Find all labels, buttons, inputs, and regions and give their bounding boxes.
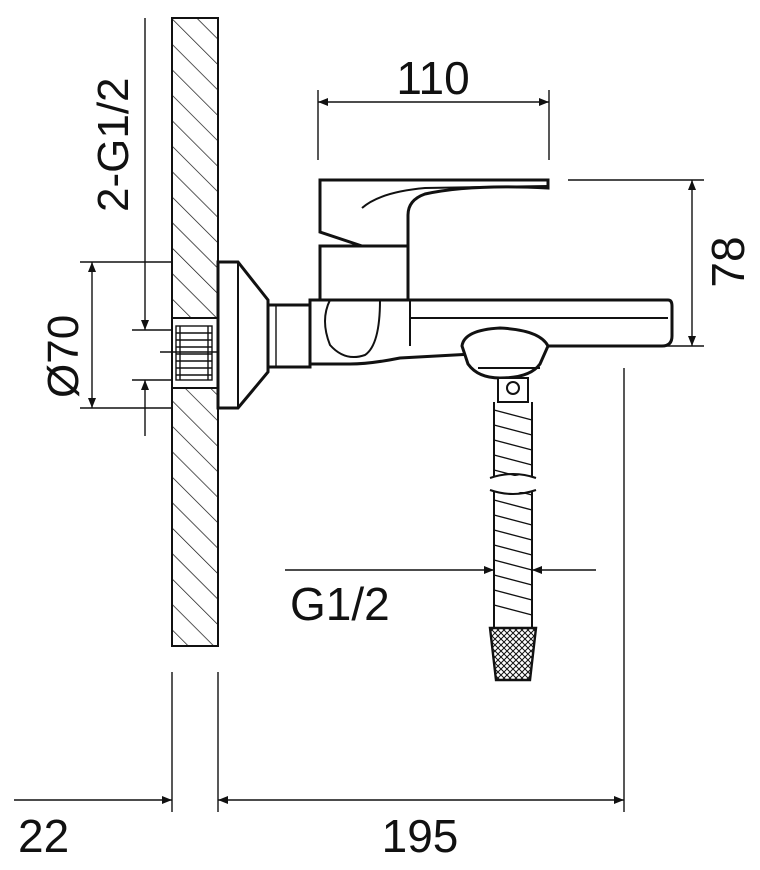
dim-body-height: 78 bbox=[568, 179, 754, 347]
label-110: 110 bbox=[396, 52, 469, 104]
dim-inlet-thread: 2-G1/2 bbox=[89, 18, 172, 436]
dim-wall-thickness: 22 bbox=[14, 796, 172, 862]
label-g1-2: G1/2 bbox=[290, 578, 390, 630]
dim-total-projection: 195 bbox=[218, 368, 625, 862]
shower-hose bbox=[488, 377, 538, 682]
mixer-body bbox=[308, 178, 674, 380]
wall-flange bbox=[216, 260, 270, 410]
label-diameter-70: Ø70 bbox=[39, 315, 88, 398]
label-78: 78 bbox=[702, 236, 754, 287]
wall-section bbox=[160, 17, 228, 812]
dim-spout-length: 110 bbox=[317, 52, 550, 160]
label-195: 195 bbox=[382, 810, 459, 862]
dim-hose-thread: G1/2 bbox=[285, 566, 596, 630]
dim-flange-diameter: Ø70 bbox=[39, 261, 172, 409]
eccentric-connector bbox=[266, 303, 312, 369]
label-22: 22 bbox=[18, 810, 69, 862]
label-2-g1-2: 2-G1/2 bbox=[89, 77, 138, 212]
